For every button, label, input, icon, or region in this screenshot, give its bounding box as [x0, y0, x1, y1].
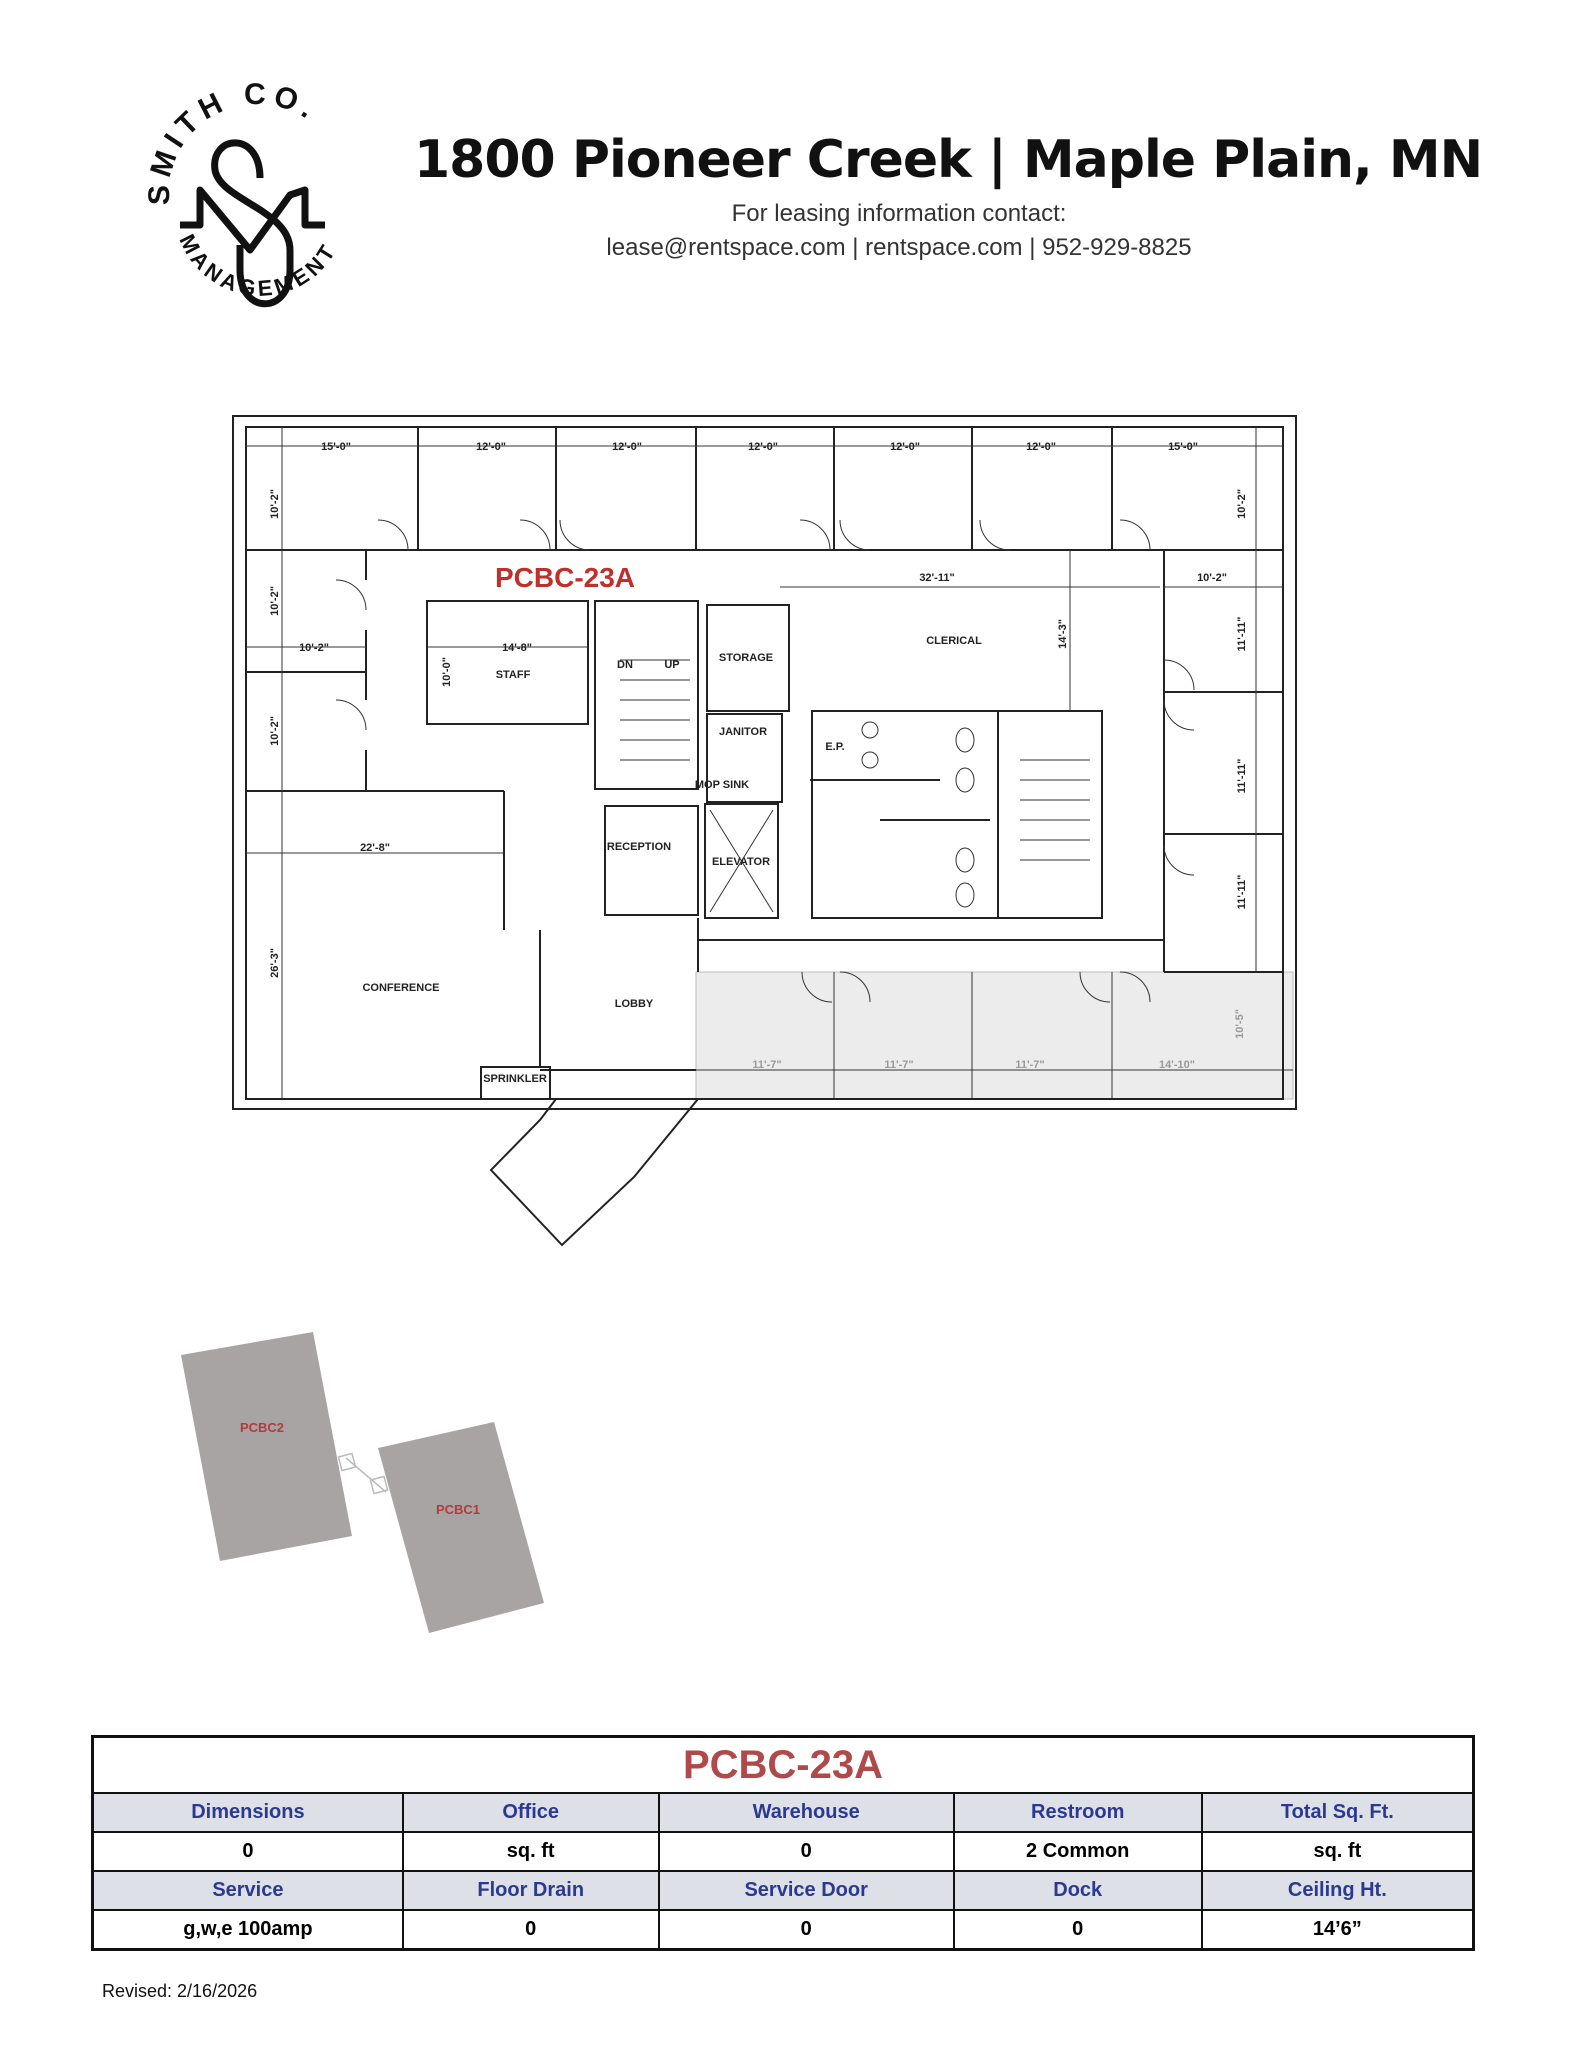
table-row: 0 sq. ft 0 2 Common sq. ft [91, 1831, 1475, 1872]
smith-co-logo: SMITH CO. MANAGEMENT [143, 78, 338, 308]
dim-right-d: 11'-11" [1236, 875, 1248, 910]
janitor-room [706, 713, 783, 803]
value-floor-drain: 0 [401, 1909, 660, 1951]
table-header-row: Dimensions Office Warehouse Restroom Tot… [91, 1792, 1475, 1833]
room-label-clerical: CLERICAL [926, 635, 982, 647]
floor-plan: PCBC-23A STAFF CLERICAL STORAGE JANITOR … [232, 415, 1297, 1247]
storage-room [706, 604, 790, 712]
dim-right-b: 11'-11" [1236, 617, 1248, 652]
dim-grey-4: 14'-10" [1159, 1059, 1195, 1071]
dim-top-7: 15'-0" [1168, 441, 1198, 453]
building-pcbc2 [181, 1332, 352, 1561]
page-title: 1800 Pioneer Creek | Maple Plain, MN [414, 130, 1483, 190]
dim-staff-h: 10'-0" [441, 657, 453, 687]
reception-desk [604, 805, 699, 916]
value-total-sqft: sq. ft [1200, 1831, 1475, 1872]
dim-conf-w: 22'-8" [360, 842, 390, 854]
stair-label-dn: DN [617, 659, 633, 671]
sm-monogram-icon [180, 139, 325, 308]
dim-grey-2: 11'-7" [884, 1059, 913, 1071]
dim-grey-1: 11'-7" [752, 1059, 781, 1071]
dim-clerical-w: 32'-11" [919, 572, 954, 584]
dim-top-2: 12'-0" [476, 441, 506, 453]
elevator [704, 803, 779, 919]
dim-staff-w: 14'-8" [502, 642, 532, 654]
header-dock: Dock [952, 1870, 1203, 1911]
dim-top-3: 12'-0" [612, 441, 642, 453]
spec-table: PCBC-23A Dimensions Office Warehouse Res… [91, 1735, 1475, 1951]
value-dock: 0 [952, 1909, 1203, 1951]
room-label-conference: CONFERENCE [362, 982, 439, 994]
room-label-elevator: ELEVATOR [712, 856, 770, 868]
value-service: g,w,e 100amp [91, 1909, 404, 1951]
stair-1 [594, 600, 699, 790]
building-label-pcbc2: PCBC2 [240, 1420, 284, 1435]
room-label-ep: E.P. [825, 741, 844, 753]
value-office: sq. ft [401, 1831, 660, 1872]
header-dimensions: Dimensions [91, 1792, 404, 1833]
room-label-staff: STAFF [496, 669, 531, 681]
building-outer-wall [232, 415, 1297, 1110]
dim-left-b: 10'-2" [269, 586, 281, 616]
header-warehouse: Warehouse [657, 1792, 955, 1833]
core-rooms [426, 600, 1164, 1100]
dim-top-1: 15'-0" [321, 441, 351, 453]
spec-table-title: PCBC-23A [91, 1735, 1475, 1794]
dim-left-a: 10'-2" [269, 489, 281, 519]
dim-conf-h: 26'-3" [269, 948, 281, 978]
door-swings [335, 519, 1195, 1003]
value-restroom: 2 Common [952, 1831, 1203, 1872]
dim-top-4: 12'-0" [748, 441, 778, 453]
site-plan: PCBC2 PCBC1 [181, 1332, 544, 1633]
unit-label: PCBC-23A [495, 562, 635, 593]
header-ceiling-ht: Ceiling Ht. [1200, 1870, 1475, 1911]
dim-top-6: 12'-0" [1026, 441, 1056, 453]
dim-top-5: 12'-0" [890, 441, 920, 453]
revised-date: Revised: 2/16/2026 [102, 1981, 258, 2001]
value-ceiling-ht: 14’6” [1200, 1909, 1475, 1951]
dim-grey-h: 10'-5" [1234, 1009, 1246, 1039]
contact-info: lease@rentspace.com | rentspace.com | 95… [606, 234, 1192, 261]
dim-right-c: 11'-11" [1236, 759, 1248, 794]
value-warehouse: 0 [657, 1831, 955, 1872]
room-label-lobby: LOBBY [615, 998, 654, 1010]
building-label-pcbc1: PCBC1 [436, 1502, 480, 1517]
value-dimensions: 0 [91, 1831, 404, 1872]
header-service-door: Service Door [657, 1870, 955, 1911]
contact-label: For leasing information contact: [731, 200, 1067, 227]
header-restroom: Restroom [952, 1792, 1203, 1833]
dim-left-h: 10'-2" [299, 642, 329, 654]
room-label-reception: RECEPTION [607, 841, 671, 853]
room-label-janitor: JANITOR [719, 726, 767, 738]
table-row: g,w,e 100amp 0 0 0 14’6” [91, 1909, 1475, 1951]
top-offices [246, 427, 1283, 973]
room-label-sprinkler: SPRINKLER [483, 1073, 547, 1085]
dim-right-h: 10'-2" [1197, 572, 1227, 584]
dim-left-c: 10'-2" [269, 716, 281, 746]
grey-units-area [695, 971, 1294, 1100]
sprinkler-room [480, 1066, 551, 1100]
entry-vestibule [489, 1098, 701, 1247]
table-header-row: Service Floor Drain Service Door Dock Ce… [91, 1870, 1475, 1911]
room-label-mop-sink: MOP SINK [695, 779, 749, 791]
dim-clerical-h: 14'-3" [1057, 619, 1069, 649]
header-total-sqft: Total Sq. Ft. [1200, 1792, 1475, 1833]
header-office: Office [401, 1792, 660, 1833]
dim-right-a: 10'-2" [1236, 489, 1248, 519]
building-pcbc1 [378, 1422, 544, 1633]
header-service: Service [91, 1870, 404, 1911]
room-label-storage: STORAGE [719, 652, 773, 664]
stair-label-up: UP [664, 659, 679, 671]
stair-2 [997, 710, 1103, 919]
header-floor-drain: Floor Drain [401, 1870, 660, 1911]
skyway-connector [337, 1452, 389, 1495]
value-service-door: 0 [657, 1909, 955, 1951]
dim-grey-3: 11'-7" [1015, 1059, 1044, 1071]
staff-room [426, 600, 589, 725]
